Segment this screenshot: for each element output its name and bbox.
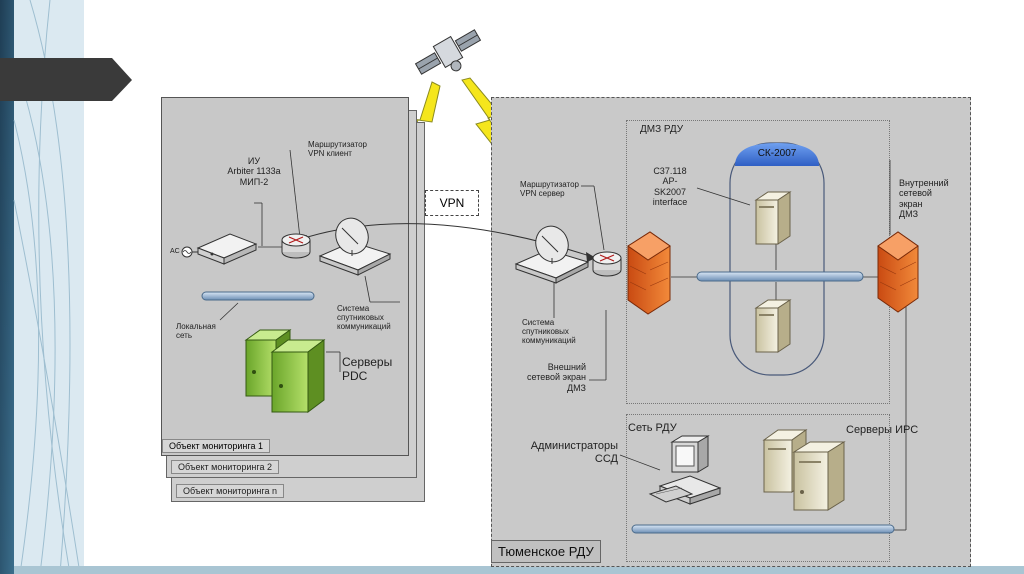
satellite-dish-icon — [318, 217, 392, 276]
firewall-icon — [877, 231, 919, 313]
region-name: Тюменское РДУ — [491, 540, 601, 563]
firewall-icon — [627, 231, 671, 315]
external-firewall-label: Внешний сетевой экран ДМЗ — [527, 362, 586, 393]
server-icon — [792, 441, 846, 511]
network-bus-icon — [631, 524, 895, 534]
server-icon — [754, 191, 792, 245]
ac-power-icon — [181, 246, 200, 258]
title-arrow — [0, 58, 132, 101]
monitoring-object-n-label: Объект мониторинга n — [176, 484, 284, 498]
rdu-network-zone — [626, 414, 890, 562]
local-network-label: Локальная сеть — [176, 322, 216, 341]
workstation-icon — [648, 435, 722, 505]
ac-power-label: AC — [170, 248, 180, 255]
monitoring-object-1-label: Объект мониторинга 1 — [162, 439, 270, 453]
monitoring-object-2-label: Объект мониторинга 2 — [171, 460, 279, 474]
network-bus-icon — [201, 291, 315, 301]
satellite-icon — [414, 29, 482, 75]
measuring-device-label: ИУ Arbiter 1133a МИП-2 — [227, 156, 281, 187]
slide-bottom-bar — [14, 566, 1024, 574]
router-icon — [281, 233, 311, 259]
satellite-system-label-left: Система спутниковых коммуникаций — [337, 304, 391, 332]
dmz-title: ДМЗ РДУ — [640, 124, 684, 135]
measuring-device-icon — [196, 233, 258, 265]
sk2007-cluster — [729, 142, 825, 376]
server-icon — [270, 339, 326, 413]
internal-firewall-label: Внутренний сетевой экран ДМЗ — [899, 178, 949, 220]
router-icon — [592, 251, 622, 277]
sidebar-band — [0, 0, 14, 574]
pdc-servers-label: Серверы PDC — [342, 355, 393, 383]
c37-interface-label: C37.118 AP- SK2007 interface — [652, 166, 688, 208]
vpn-client-router-label: Маршрутизатор VPN клиент — [308, 140, 367, 159]
irs-servers-label: Серверы ИРС — [846, 424, 919, 436]
vpn-label: VPN — [425, 190, 479, 216]
server-icon — [754, 299, 792, 353]
satellite-dish-icon — [514, 225, 590, 284]
rdu-network-label: Сеть РДУ — [628, 422, 677, 434]
network-bus-icon — [696, 271, 864, 282]
satellite-system-label-right: Система спутниковых коммуникаций — [522, 318, 576, 346]
sk2007-title: СК-2007 — [757, 148, 797, 159]
vpn-server-router-label: Маршрутизатор VPN сервер — [520, 180, 579, 199]
ssd-admins-label: Администраторы ССД — [530, 440, 618, 465]
server-icon — [762, 429, 808, 493]
